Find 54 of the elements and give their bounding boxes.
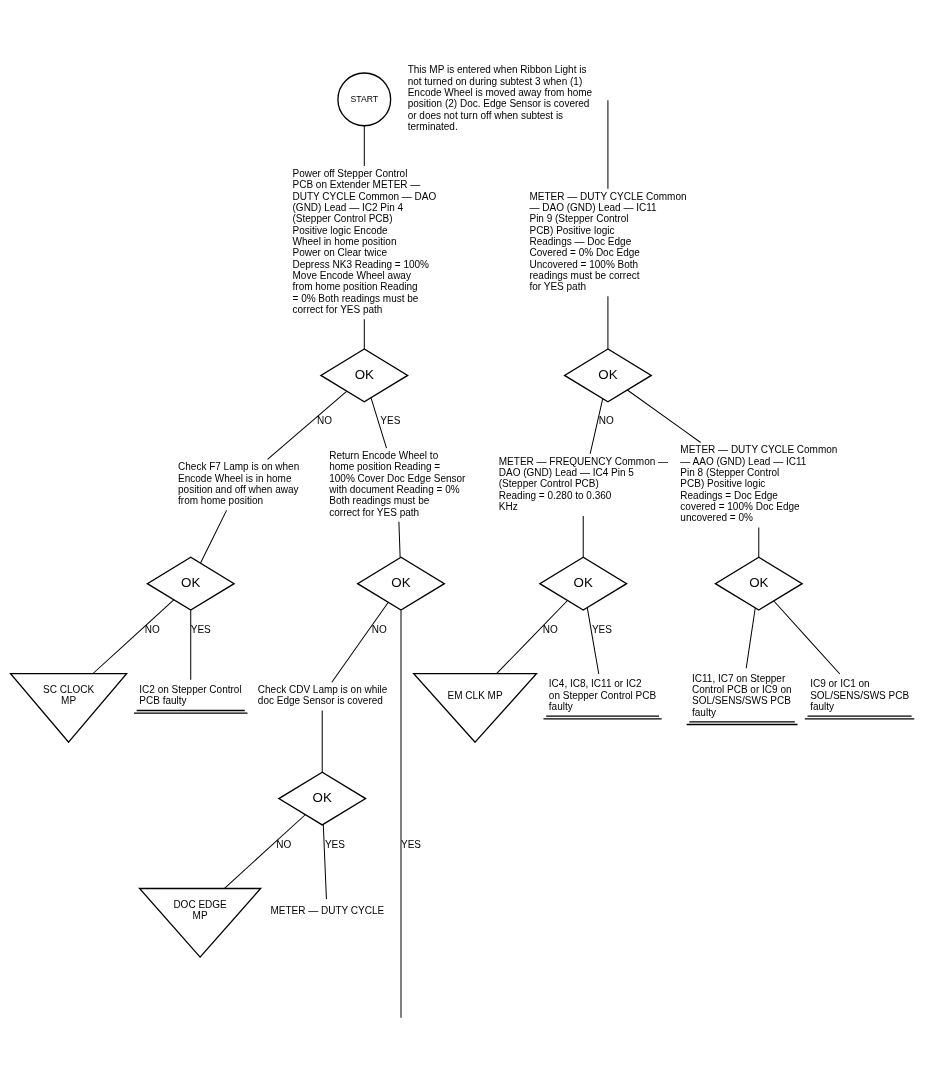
connector [586,607,600,675]
edge-label: YES [401,838,422,850]
connector [267,390,348,460]
node-text: Check F7 Lamp is on when Encode Wheel is in home position and off when away from home position [178,461,300,507]
node-diamond: OK [356,556,446,611]
connector [331,601,389,683]
node-text: METER — DUTY CYCLE Common — AAO (GND) Lead — IC11 Pin 8 (Stepper Control PCB) Positive logic Readings = Doc Edge covered = 100% Doc Edge uncovered = 0% [680,444,838,524]
connector [773,600,841,675]
connector [363,125,365,167]
node-text: METER — DUTY CYCLE Common — DAO (GND) Lead — IC11 Pin 9 (Stepper Control PCB) Positive logic Readings — Doc Edge Covered = 0% Doc Edge Uncovered = 100% Both readings must be correct for YES path [529,190,687,293]
edge-label: NO [371,623,387,635]
node-text: IC2 on Stepper Control PCB faulty [139,684,242,707]
edge-label: NO [276,838,292,850]
node-label: This MP is entered when Ribbon Light is not turned on during subtest 3 when (1) Encode Wheel is moved away from home position (2) Doc. Edge Sensor is covered or does not turn off when subtest is terminated. [407,64,593,133]
edge-label: NO [144,623,160,635]
edge-label: NO [542,623,558,635]
node-text: METER — DUTY CYCLE [270,904,385,916]
node-text: Power off Stepper Control PCB on Extender METER — DUTY CYCLE Common — DAO (GND) Lead — IC2 Pin 4 (Stepper Control PCB) Positive logic Encode Wheel in home position Power on Clear twice Depress NK3 Reading = 100% Move Encode Wheel away from home position Reading = 0% Both readings must be correct for YES path [292,167,437,315]
node-diamond: OK [538,556,628,611]
connector [92,599,175,674]
connector [321,710,323,773]
connector [363,318,365,350]
node-diamond: OK [277,771,367,826]
node-text: IC11, IC7 on Stepper Control PCB or IC9 on SOL/SENS/SWS PCB faulty [692,672,792,718]
node-text: METER — FREQUENCY Common — DAO (GND) Lead — IC4 Pin 5 (Stepper Control PCB) Reading = 0.280 to 0.360 KHz [498,455,669,512]
connector [607,295,609,350]
edge-label: YES [591,623,612,635]
connector [758,526,760,558]
connector [224,814,306,889]
edge-label: YES [380,415,401,427]
node-text: Return Encode Wheel to home position Reading = 100% Cover Doc Edge Sensor with document Reading = 0% Both readings must be correct for YES path [329,449,466,518]
node-diamond: OK [563,348,653,403]
connector [370,397,387,449]
edge-label: NO [598,415,614,427]
node-diamond: OK [146,556,236,611]
node-diamond: OK [319,348,409,403]
connector [200,509,228,564]
connector [626,389,702,443]
connector [400,609,402,1019]
connector [589,398,604,455]
connector [398,521,401,559]
connector [496,600,568,674]
node-text: IC4, IC8, IC11 or IC2 on Stepper Control PCB faulty [548,678,657,713]
connector [582,515,584,558]
edge-label: YES [324,838,345,850]
node-diamond: OK [714,556,804,611]
connector [322,824,327,900]
edge-label: NO [317,415,333,427]
node-text: Check CDV Lamp is on while doc Edge Sensor is covered [257,684,388,707]
connector [745,607,756,669]
connector [190,609,192,681]
node-circle: START [337,72,392,127]
edge-label: YES [190,623,211,635]
node-text: IC9 or IC1 on SOL/SENS/SWS PCB faulty [810,678,910,713]
